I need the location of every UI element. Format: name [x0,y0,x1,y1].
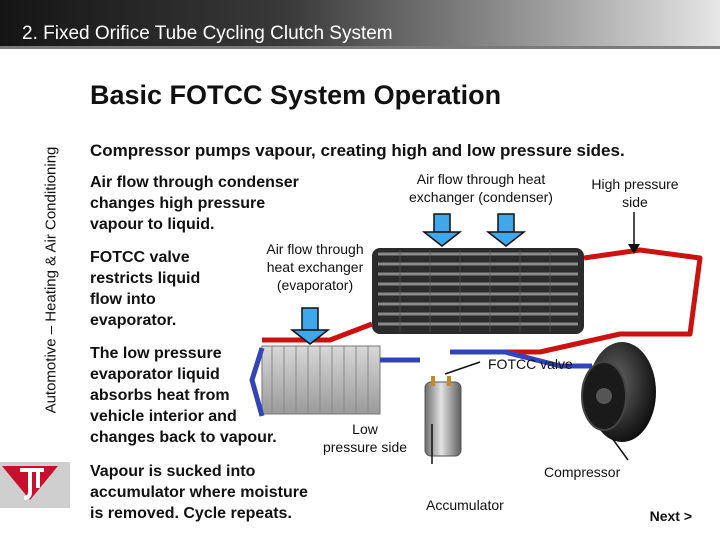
step-accumulator-line: Vapour is sucked into [90,463,256,480]
accumulator-label: Accumulator [426,497,504,513]
condenser-airflow-label-line: exchanger (condenser) [409,189,553,205]
page-title: Basic FOTCC System Operation [90,80,502,110]
condenser-airflow-label-line: Air flow through heat [416,171,546,187]
low-pressure-side-label-line: pressure side [322,439,408,455]
evaporator [261,345,381,415]
header-divider [0,46,720,49]
compressor-label: Compressor [544,464,621,480]
evaporator-airflow-arrow-icon [289,307,331,345]
compressor [581,342,656,442]
fotcc-valve-label: FOTCC valve [488,356,573,372]
low-pressure-side-label: Low pressure side [314,420,416,456]
low-pressure-side-label-line: Low [352,421,378,437]
header-bar [0,0,720,46]
step-fotcc-valve: FOTCC valve restricts liquid flow into e… [90,247,200,331]
step-evaporator-line: absorbs heat from [90,387,230,404]
intro-text: Compressor pumps vapour, creating high a… [90,141,625,160]
slide-header: 2. Fixed Orifice Tube Cycling Clutch Sys… [22,23,393,44]
step-condenser-line: changes high pressure [90,195,266,212]
step-fotcc-line: evaporator. [90,312,177,329]
step-fotcc-line: FOTCC valve [90,249,190,266]
step-evaporator-line: evaporator liquid [90,366,220,383]
next-button[interactable]: Next > [649,508,692,524]
step-fotcc-line: restricts liquid [90,270,201,287]
step-fotcc-line: flow into [90,291,156,308]
course-label: Automotive – Heating & Air Conditioning [42,146,60,414]
evaporator-airflow-label-line: heat exchanger [266,259,364,275]
step-accumulator-line: accumulator where moisture [90,484,308,501]
leader-lines [431,212,635,464]
step-evaporator-line: changes back to vapour. [90,429,277,446]
step-evaporator-line: The low pressure [90,345,222,362]
evaporator-airflow-label-line: Air flow through [266,241,364,257]
evaporator-airflow-label-line: (evaporator) [276,277,354,293]
condenser [372,248,584,334]
step-accumulator-line: is removed. Cycle repeats. [90,505,292,522]
step-condenser: Air flow through condenser changes high … [90,172,299,235]
step-evaporator-line: vehicle interior and [90,408,237,425]
step-condenser-line: Air flow through condenser [90,174,299,191]
school-logo-icon [0,462,70,508]
high-pressure-side-label-line: side [622,194,648,210]
condenser-airflow-label: Air flow through heat exchanger (condens… [397,170,565,206]
step-condenser-line: vapour to liquid. [90,216,215,233]
high-side-pointer-icon [628,244,640,254]
accumulator [424,376,462,457]
condenser-airflow-arrow-icon [421,213,463,247]
condenser-airflow-arrow-icon [485,213,527,247]
high-pressure-side-label: High pressure side [580,175,690,211]
step-evaporator: The low pressure evaporator liquid absor… [90,343,277,448]
evaporator-airflow-label: Air flow through heat exchanger (evapora… [255,240,375,294]
high-pressure-side-label-line: High pressure [591,176,679,192]
step-accumulator: Vapour is sucked into accumulator where … [90,461,308,524]
